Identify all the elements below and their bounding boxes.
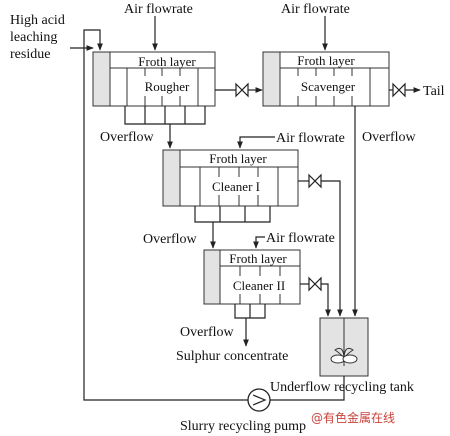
cleaner1-froth-label: Froth layer — [209, 151, 267, 166]
overflow-label-scavenger: Overflow — [362, 130, 417, 145]
scavenger-froth-label: Froth layer — [297, 53, 355, 68]
cleaner2-froth-label: Froth layer — [229, 251, 287, 266]
flow-lines — [70, 16, 421, 401]
underflow-tank-label: Underflow recycling tank — [270, 380, 414, 395]
watermark: @有色金属在线 — [311, 410, 395, 425]
valve-cleaner2 — [308, 276, 322, 292]
cleaner1-cell: Froth layer Cleaner I — [162, 149, 299, 207]
slurry-pump — [247, 388, 271, 412]
feed-label-line3: residue — [10, 47, 50, 62]
valve-cleaner1 — [308, 173, 322, 189]
feed-label: High acid leaching residue — [10, 13, 65, 62]
valve-tail — [392, 82, 406, 98]
air-flowrate-label-cleaner2: Air flowrate — [266, 231, 335, 246]
rougher-cell: Froth layer Rougher — [92, 51, 216, 107]
valve-rougher-scavenger — [235, 82, 249, 98]
underflow-recycling-tank — [319, 317, 369, 377]
scavenger-label: Scavenger — [301, 79, 356, 94]
overflow-label-cleaner1: Overflow — [143, 232, 198, 247]
cleaner1-label: Cleaner I — [212, 179, 260, 194]
slurry-pump-label: Slurry recycling pump — [180, 419, 306, 434]
feed-label-line2: leaching — [10, 30, 57, 45]
air-flowrate-label-scavenger: Air flowrate — [281, 2, 350, 17]
overflow-label-rougher: Overflow — [100, 130, 155, 145]
tail-label: Tail — [423, 84, 445, 99]
rougher-froth-label: Froth layer — [138, 54, 196, 69]
cleaner2-label: Cleaner II — [233, 278, 285, 293]
sulphur-concentrate-label: Sulphur concentrate — [176, 349, 288, 364]
scavenger-cell: Froth layer Scavenger — [262, 51, 390, 107]
air-flowrate-label-rougher: Air flowrate — [124, 2, 193, 17]
rougher-label: Rougher — [145, 79, 190, 94]
feed-label-line1: High acid — [10, 13, 65, 28]
air-flowrate-label-cleaner1: Air flowrate — [276, 131, 345, 146]
cleaner2-cell: Froth layer Cleaner II — [203, 249, 301, 305]
overflow-label-cleaner2: Overflow — [180, 325, 235, 340]
